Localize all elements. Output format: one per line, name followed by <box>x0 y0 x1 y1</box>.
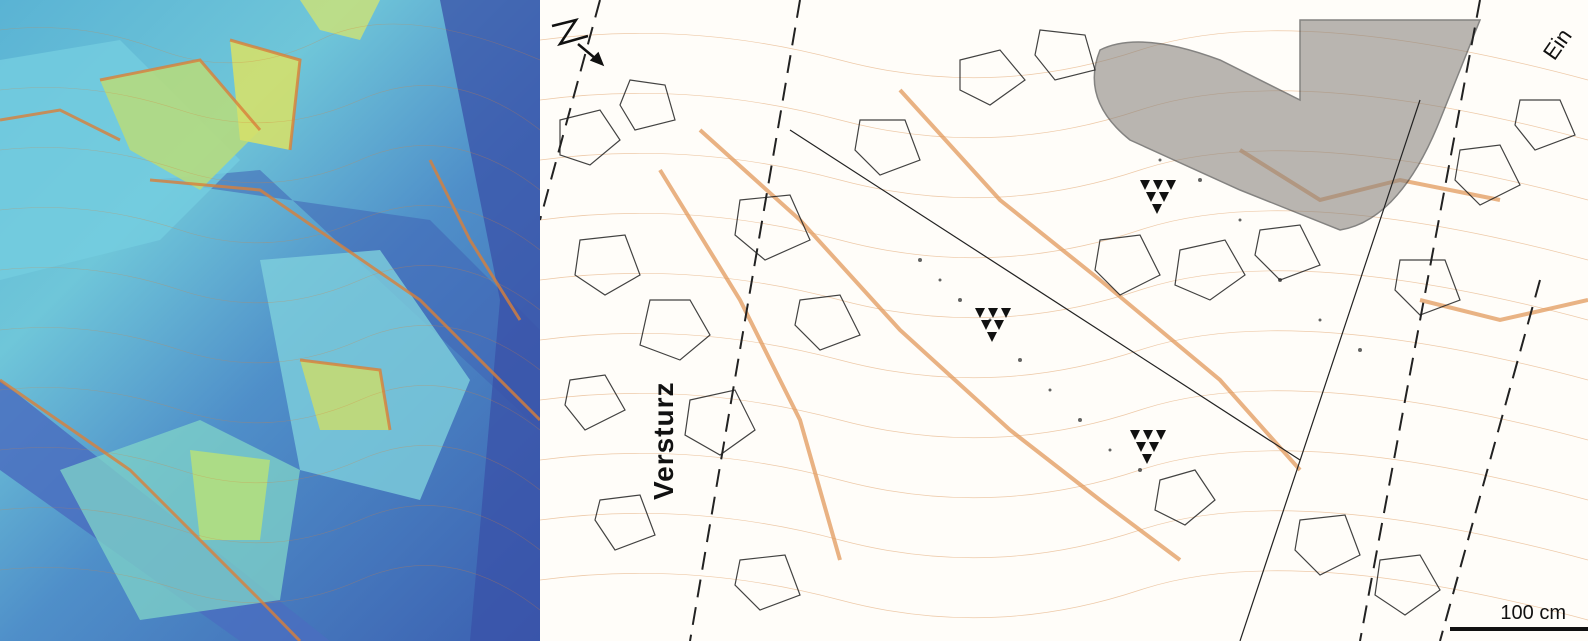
scale-label: 100 cm <box>1500 602 1566 624</box>
versturz-label: Versturz <box>648 381 679 501</box>
elevation-map-panel <box>0 0 540 641</box>
shaded-zone <box>1093 19 1482 231</box>
scale-bar <box>1450 627 1588 631</box>
contour-plan-graphic <box>540 0 1588 641</box>
triangle-marker-icon <box>975 180 1176 464</box>
elevation-map-graphic <box>0 0 540 641</box>
north-arrow-icon <box>551 18 605 67</box>
contour-plan-panel <box>540 0 1588 641</box>
